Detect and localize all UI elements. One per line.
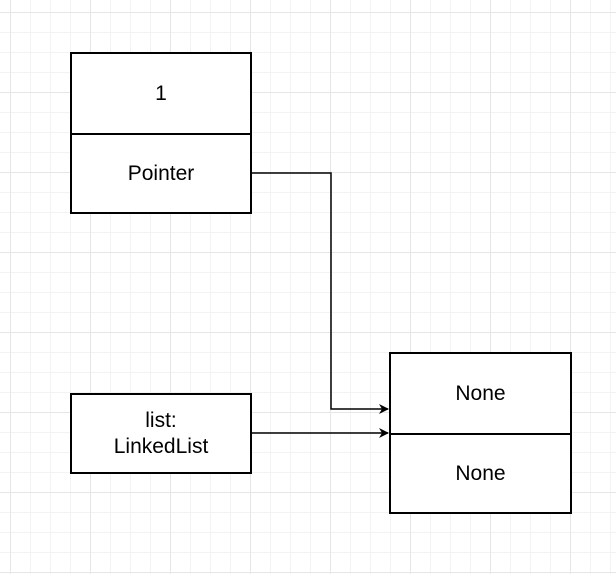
target-divider: [391, 433, 570, 435]
target-bottom-cell: None: [391, 435, 570, 512]
node-divider: [72, 133, 250, 135]
node-box[interactable]: 1 Pointer: [70, 52, 252, 214]
list-label-line1: list:: [145, 408, 177, 432]
node-pointer-text: Pointer: [127, 161, 195, 185]
list-label-cell: list: LinkedList: [72, 395, 250, 472]
node-pointer-cell: Pointer: [72, 135, 250, 212]
target-top-text: None: [455, 381, 506, 405]
list-box[interactable]: list: LinkedList: [70, 393, 252, 474]
pointer-arrow: [252, 172, 389, 414]
list-label-line2: LinkedList: [113, 434, 209, 458]
target-bottom-text: None: [455, 461, 506, 485]
target-top-cell: None: [391, 354, 570, 433]
target-box[interactable]: None None: [389, 352, 572, 514]
node-value-text: 1: [155, 81, 167, 105]
node-value-cell: 1: [72, 54, 250, 133]
